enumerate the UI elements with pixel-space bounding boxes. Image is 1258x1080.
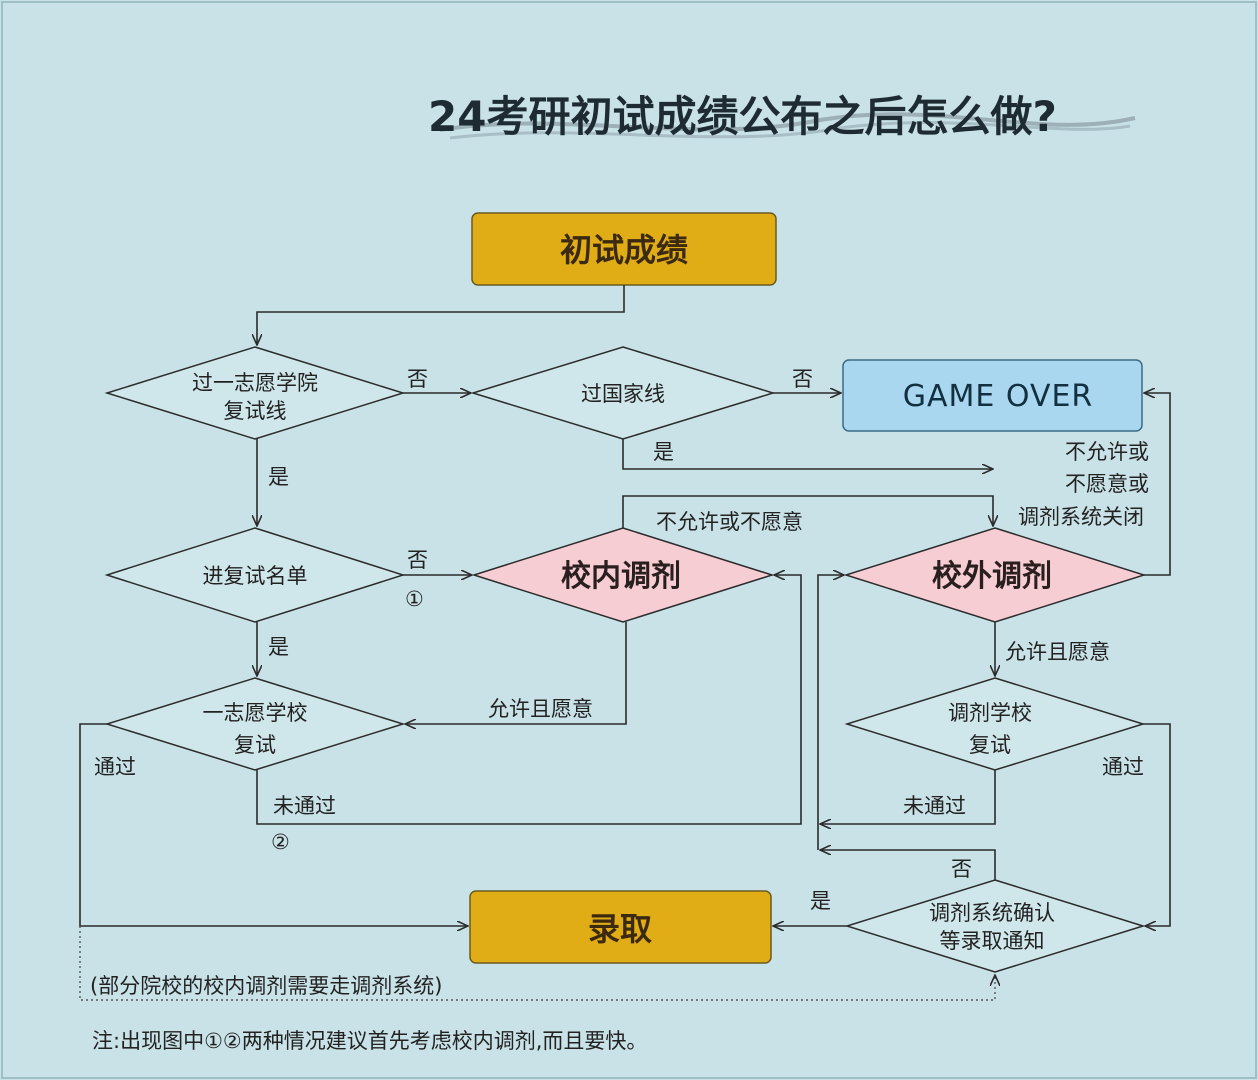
admit-label: 录取	[588, 910, 652, 948]
game-over-label: GAME OVER	[903, 379, 1094, 414]
edge-yes-retest: 是	[268, 635, 289, 659]
edge-allowed-internal: 允许且愿意	[488, 697, 593, 721]
edge-not-allowed-ext-1: 不允许或	[1065, 440, 1149, 464]
edge-pass-first: 通过	[94, 755, 136, 779]
national-line-label: 过国家线	[581, 382, 665, 406]
edge-circle-2: ②	[271, 830, 290, 854]
edge-not-allowed-ext-2: 不愿意或	[1065, 472, 1149, 496]
connectors	[79, 285, 1171, 1001]
retest-list-label: 进复试名单	[203, 564, 308, 588]
edge-circle-1: ①	[405, 587, 424, 611]
admit-box	[469, 890, 772, 964]
game-over-box	[842, 359, 1143, 432]
edge-allowed-external: 允许且愿意	[1005, 640, 1110, 664]
first-retest-diamond	[104, 677, 406, 771]
page-title: 24考研初试成绩公布之后怎么做?	[428, 92, 1057, 141]
first-line-label-1: 过一志愿学院	[192, 371, 318, 395]
edge-no-retest: 否	[407, 548, 428, 572]
title-scribble	[439, 112, 1136, 140]
adjust-retest-label-2: 复试	[969, 733, 1011, 757]
edge-fail-first: 未通过	[273, 794, 336, 818]
external-adjust-label: 校外调剂	[932, 559, 1052, 594]
start-label: 初试成绩	[560, 231, 688, 269]
confirm-label-2: 等录取通知	[940, 929, 1045, 953]
first-line-label-2: 复试线	[224, 399, 287, 423]
retest-list-diamond	[104, 527, 406, 623]
edge-fail-adjust: 未通过	[903, 794, 966, 818]
paren-note: (部分院校的校内调剂需要走调剂系统)	[90, 974, 442, 998]
edge-yes-national: 是	[653, 440, 674, 464]
first-line-diamond	[104, 346, 406, 440]
first-retest-label-2: 复试	[234, 733, 276, 757]
confirm-diamond	[844, 879, 1146, 973]
first-retest-label-1: 一志愿学校	[203, 701, 308, 725]
footer-note: 注:出现图中①②两种情况建议首先考虑校内调剂,而且要快。	[92, 1029, 647, 1053]
internal-adjust-label: 校内调剂	[561, 559, 681, 594]
confirm-label-1: 调剂系统确认	[929, 901, 1055, 925]
edge-no-2: 否	[792, 367, 813, 391]
internal-adjust-diamond	[471, 527, 775, 623]
edge-not-allowed-ext-3: 调剂系统关闭	[1018, 505, 1144, 529]
edge-yes-first-line: 是	[268, 465, 289, 489]
edge-no-1: 否	[407, 367, 428, 391]
edge-pass-adjust: 通过	[1102, 755, 1144, 779]
edge-yes-confirm: 是	[810, 889, 831, 913]
edge-no-confirm: 否	[951, 857, 972, 881]
edge-not-allowed-internal: 不允许或不愿意	[656, 510, 803, 534]
adjust-retest-label-1: 调剂学校	[948, 701, 1032, 725]
